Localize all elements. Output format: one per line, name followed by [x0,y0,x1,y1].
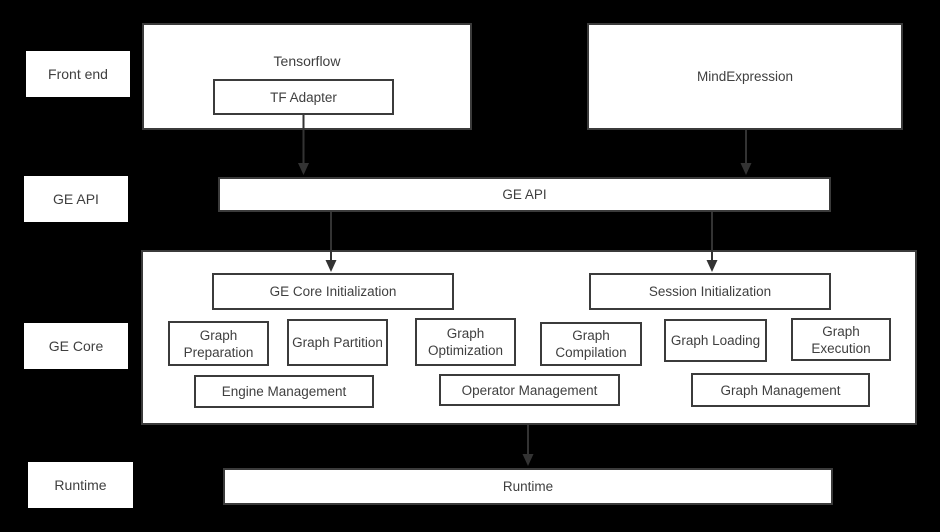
arrow-mindexpression-to-ge-api [740,130,752,175]
mindexpression-box: MindExpression [587,23,903,130]
arrow-ge-core-to-runtime [522,425,534,466]
ge-api-bar: GE API [218,177,831,212]
lane-label-front-end: Front end [26,51,130,97]
runtime-bar: Runtime [223,468,833,505]
graph-loading-box: Graph Loading [664,319,767,362]
tensorflow-label: Tensorflow [273,53,341,69]
lane-label-runtime: Runtime [28,462,133,508]
graph-execution-box: Graph Execution [791,318,891,361]
graph-management-box: Graph Management [691,373,870,407]
graph-compilation-box: Graph Compilation [540,322,642,366]
ge-core-initialization-box: GE Core Initialization [212,273,454,310]
graph-optimization-box: Graph Optimization [415,318,516,366]
tensorflow-box: Tensorflow TF Adapter [142,23,472,130]
session-initialization-box: Session Initialization [589,273,831,310]
graph-partition-box: Graph Partition [287,319,388,366]
graph-preparation-box: Graph Preparation [168,321,269,366]
engine-management-box: Engine Management [194,375,374,408]
lane-label-ge-api: GE API [24,176,128,222]
lane-label-ge-core: GE Core [24,323,128,369]
operator-management-box: Operator Management [439,374,620,406]
tf-adapter-box: TF Adapter [213,79,394,115]
